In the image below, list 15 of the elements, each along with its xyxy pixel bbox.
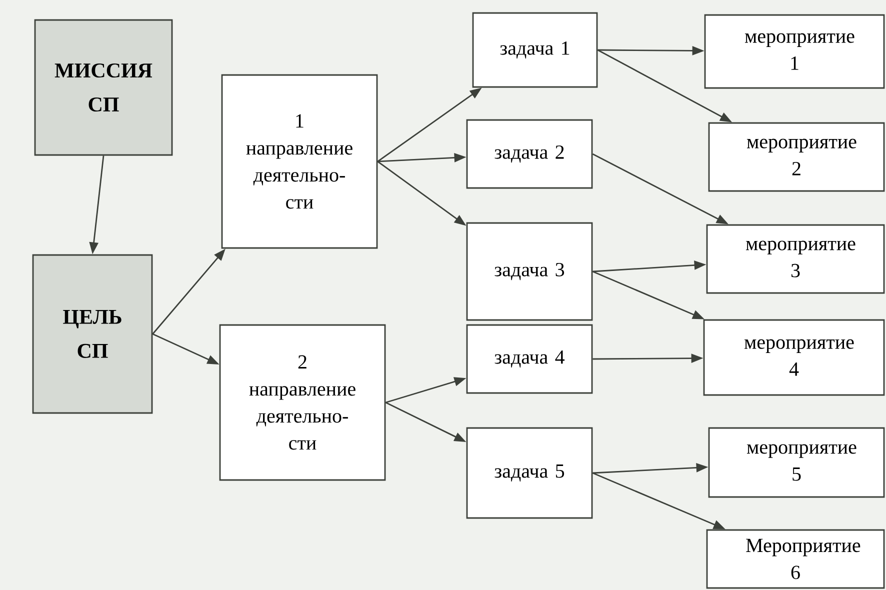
- text-box: 2 направление деятельно- сти: [219, 324, 386, 481]
- text-box: мероприятие 2: [708, 122, 885, 192]
- text-box: ЦЕЛЬ СП: [32, 254, 153, 414]
- text-box: задача 5: [466, 427, 593, 519]
- text-box: мероприятие 4: [703, 319, 885, 396]
- text-box: Мероприятие 6: [706, 529, 885, 589]
- text-box: МИССИЯ СП: [34, 19, 173, 156]
- text-box: задача 1: [472, 12, 598, 88]
- text-box: мероприятие 1: [704, 14, 885, 89]
- text-box: задача 3: [466, 222, 593, 321]
- text-box: 1 направление деятельно- сти: [221, 74, 378, 249]
- text-box: задача 2: [466, 119, 593, 189]
- text-box: мероприятие 3: [706, 224, 885, 294]
- text-box: мероприятие 5: [708, 427, 885, 498]
- text-box: задача 4: [466, 324, 593, 394]
